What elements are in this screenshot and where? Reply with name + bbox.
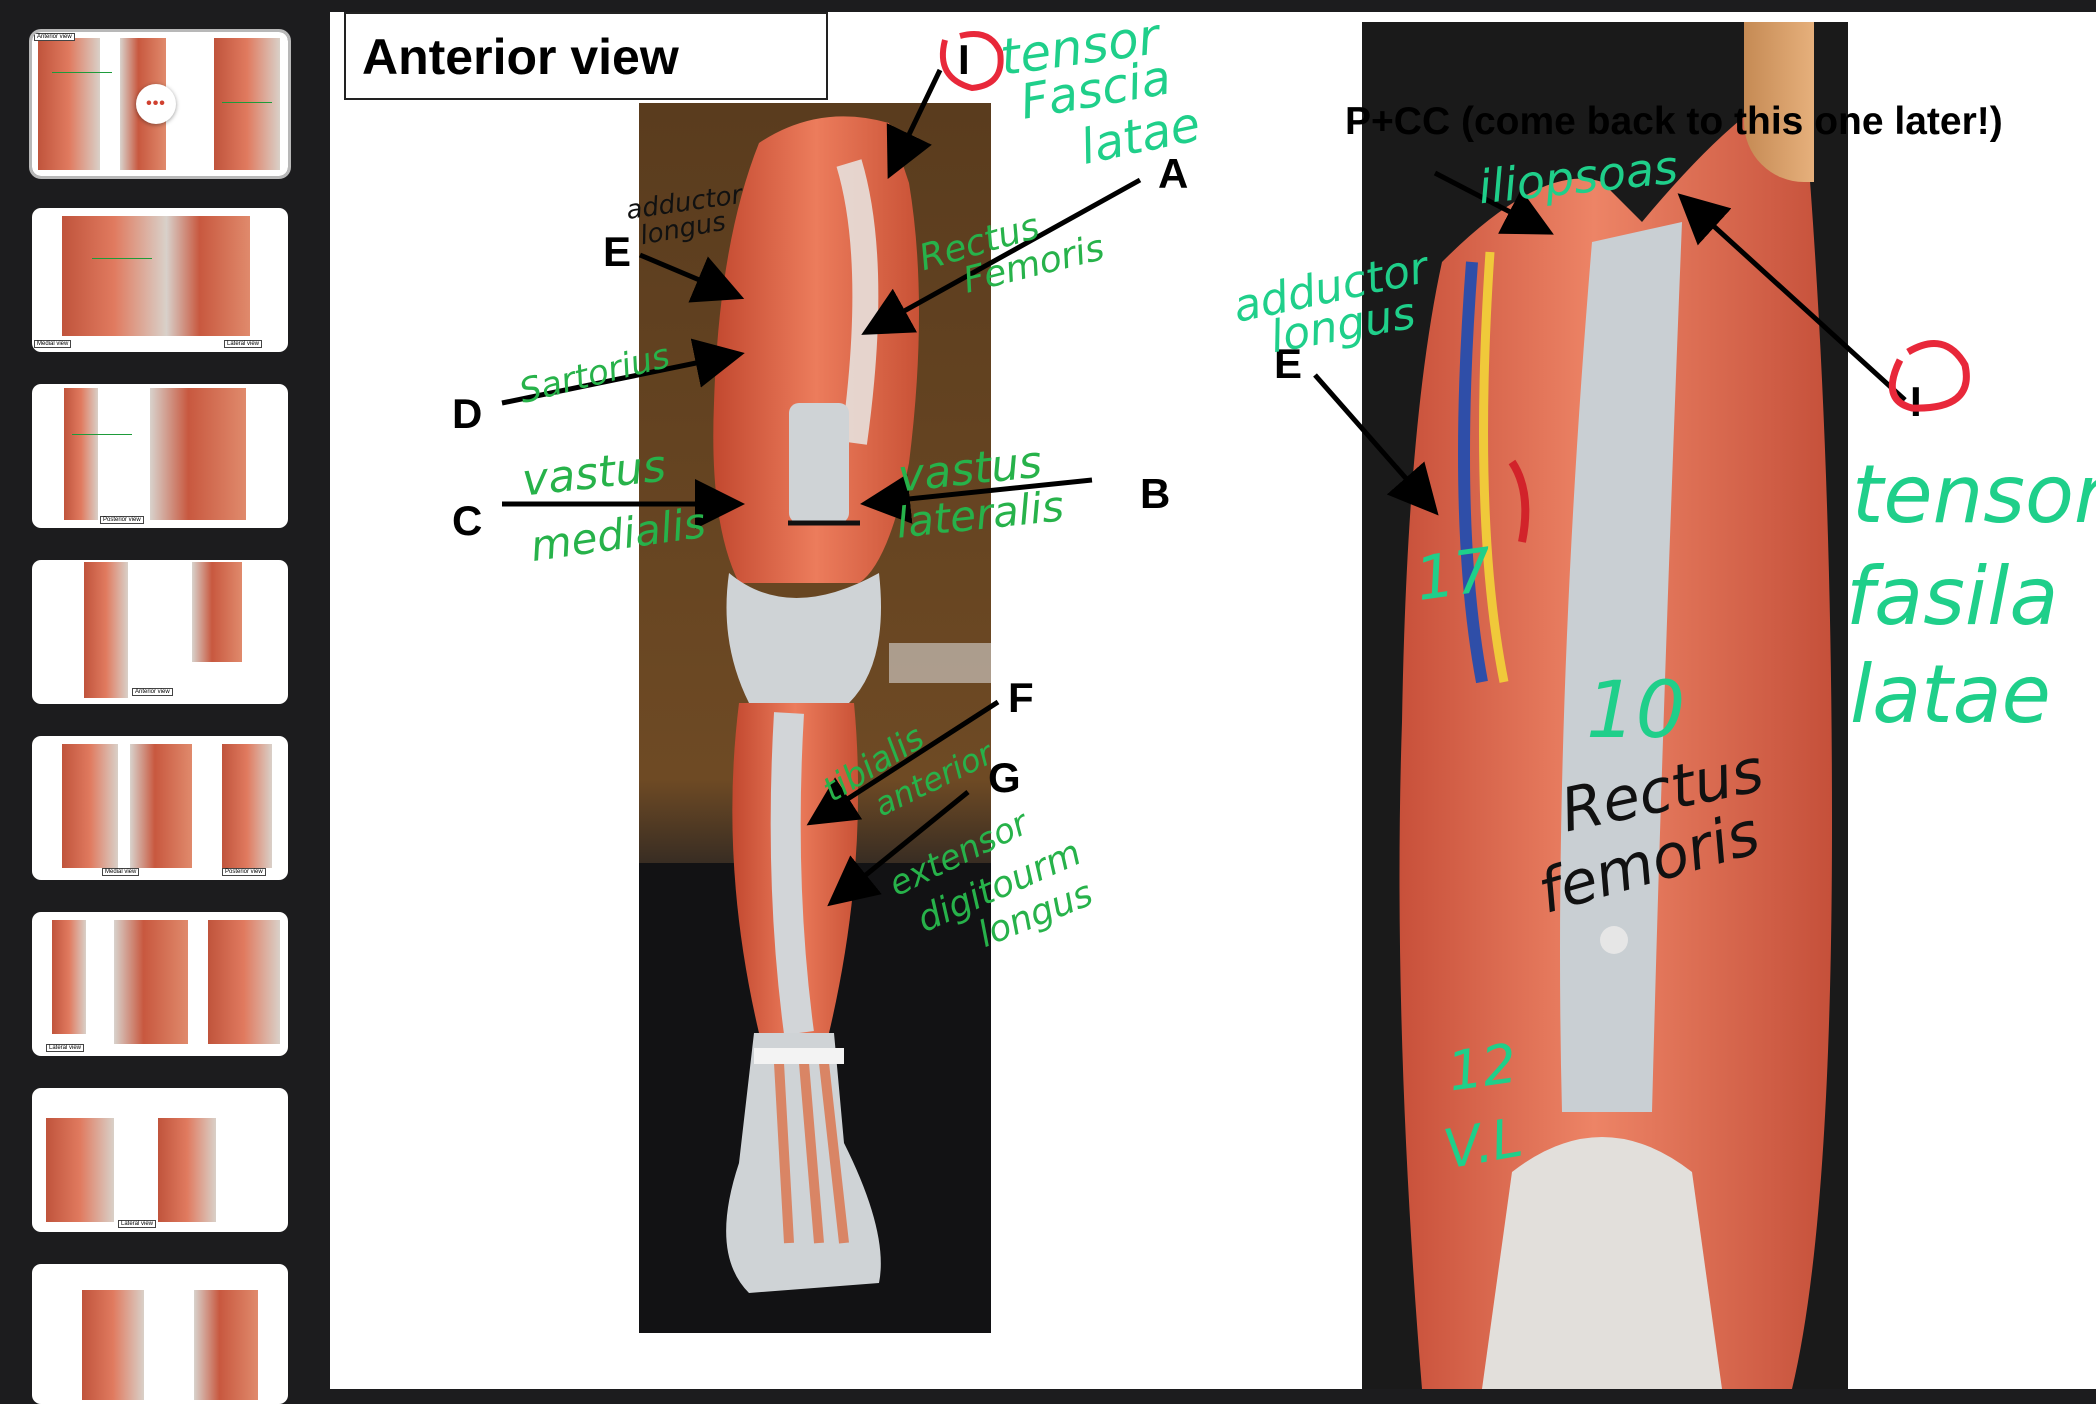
thumb-photo (84, 562, 128, 698)
hw-17: 17 (1411, 535, 1497, 615)
thumb-photo (214, 38, 280, 170)
thumb-caption: Lateral view (118, 1220, 157, 1228)
thumb-caption: Medial view (102, 868, 140, 876)
slide-thumbnail-6[interactable]: Lateral view (32, 912, 288, 1056)
thumb-photo (130, 744, 192, 868)
slide-thumbnail-7[interactable]: Lateral view (32, 1088, 288, 1232)
thumb-photo (192, 562, 242, 662)
slide-thumbnail-panel: Anterior view ••• Medial view Lateral vi… (0, 0, 330, 1404)
label-i-right: I (1910, 378, 1922, 425)
slide-thumbnail-8[interactable] (32, 1264, 288, 1404)
hw-vl: V.L (1439, 1105, 1527, 1182)
hw-latae-right: latae (1850, 648, 2051, 741)
thumb-photo (82, 1290, 144, 1400)
thumb-caption: Posterior view (100, 516, 144, 524)
thumb-caption: Posterior view (222, 868, 266, 876)
thumb-photo (62, 744, 118, 868)
thumb-photo (38, 38, 100, 170)
label-d: D (452, 390, 483, 437)
thumb-photo (208, 920, 280, 1044)
slide-title-box[interactable]: Anterior view (344, 12, 828, 100)
thumb-photo (158, 1118, 216, 1222)
hw-fasila-right: fasila (1846, 550, 2059, 643)
hw-10: 10 (1586, 666, 1686, 756)
thumb-caption: Anterior view (34, 33, 75, 41)
thumb-photo (150, 388, 246, 520)
thumb-caption: Lateral view (224, 340, 263, 348)
hw-12: 12 (1443, 1031, 1521, 1104)
hw-tensor-right: tensor (1852, 448, 2096, 541)
thumb-line (222, 102, 272, 103)
thumb-photo (194, 1290, 258, 1400)
slide-title: Anterior view (362, 29, 679, 85)
slide-thumbnail-2[interactable]: Medial view Lateral view (32, 208, 288, 352)
thumb-line (72, 434, 132, 435)
label-a: A (1158, 150, 1189, 197)
thumb-caption: Anterior view (132, 688, 173, 696)
thumb-photo (114, 920, 188, 1044)
label-e-left: E (603, 228, 632, 275)
slide-thumbnail-3[interactable]: Posterior view (32, 384, 288, 528)
thumb-photo (222, 744, 272, 868)
label-e-right: E (1274, 340, 1303, 387)
anterior-leg-photo (639, 103, 991, 1333)
label-f: F (1008, 674, 1034, 721)
more-options-button[interactable]: ••• (136, 84, 176, 124)
thumb-line (52, 72, 112, 73)
thumb-photo (166, 216, 250, 336)
leg-illustration (639, 116, 991, 1333)
top-bar (330, 0, 2096, 12)
slide-subtitle: P+CC (come back to this one later!) (1345, 100, 2003, 143)
thumb-photo (64, 388, 98, 520)
label-b: B (1140, 470, 1171, 517)
slide-thumbnail-1[interactable]: Anterior view ••• (29, 29, 291, 179)
thumb-photo (62, 216, 166, 336)
slide-thumbnail-5[interactable]: Medial view Posterior view (32, 736, 288, 880)
thumb-photo (52, 920, 86, 1034)
thumb-photo (46, 1118, 114, 1222)
label-i-left: I (958, 36, 970, 83)
label-c: C (452, 497, 483, 544)
background-object (1744, 22, 1814, 182)
thumb-line (92, 258, 152, 259)
thumb-caption: Lateral view (46, 1044, 85, 1052)
slide-thumbnail-4[interactable]: Anterior view (32, 560, 288, 704)
thumb-caption: Medial view (34, 340, 72, 348)
ellipsis-icon: ••• (146, 95, 166, 112)
